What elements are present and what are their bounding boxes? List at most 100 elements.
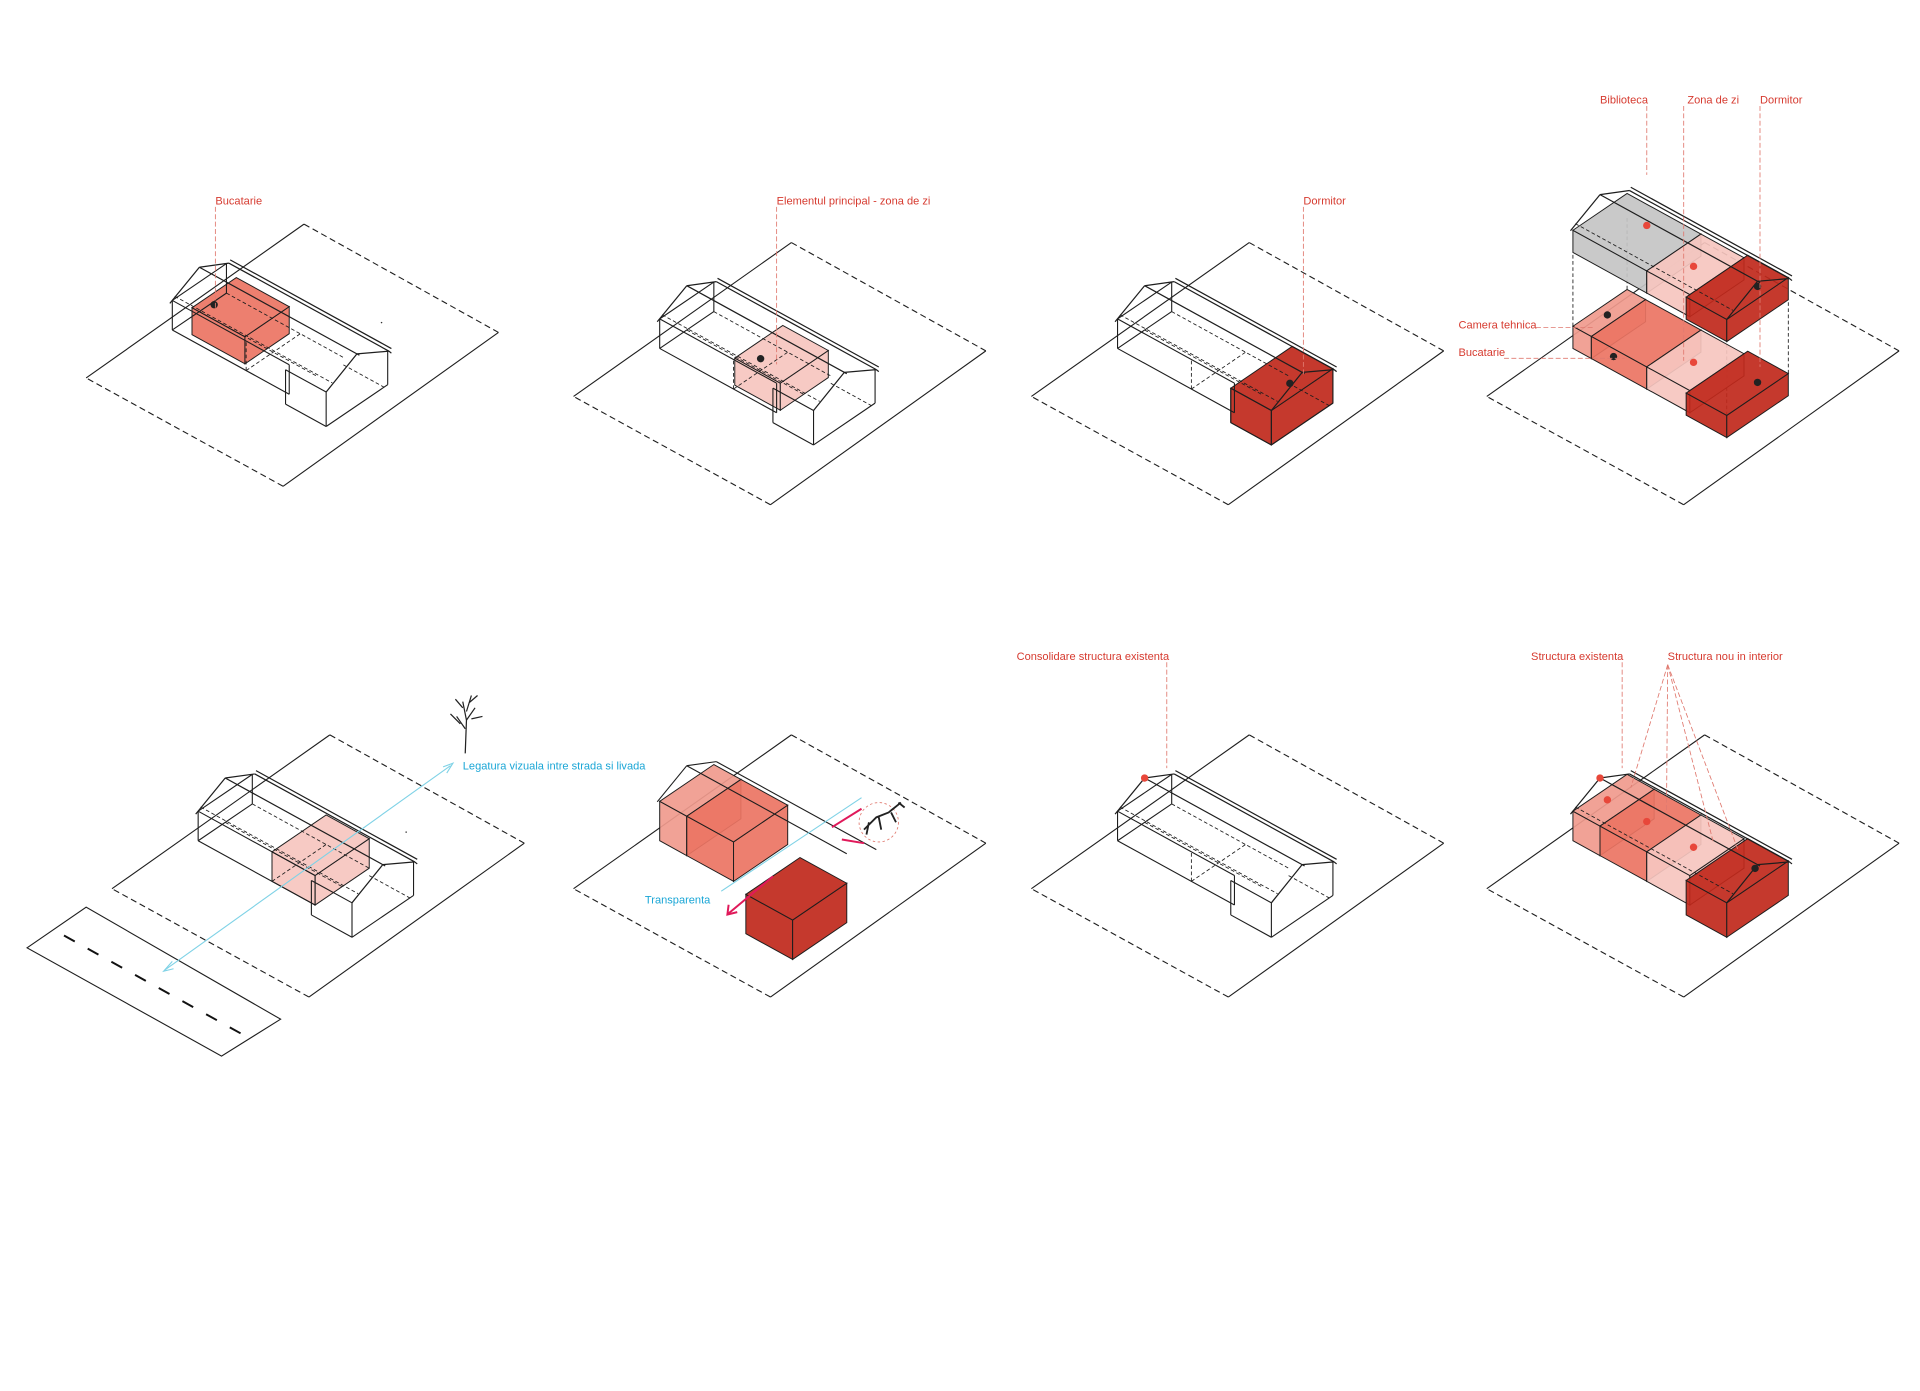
site-edge-dashed xyxy=(1486,888,1684,998)
roof-edge xyxy=(1302,369,1335,373)
site-boundary xyxy=(573,242,987,506)
roof-edge xyxy=(229,259,392,350)
roof-edge xyxy=(1599,773,1630,779)
box-top-face xyxy=(733,324,830,384)
wall-edge xyxy=(1117,318,1235,384)
hidden-edge xyxy=(245,333,301,371)
roof-edge xyxy=(1144,285,1305,375)
leader-line xyxy=(1667,664,1739,850)
roof-edge xyxy=(1175,277,1337,368)
roof-eave-hidden xyxy=(661,314,820,402)
site-boundary xyxy=(1031,734,1445,998)
marker-dot xyxy=(1689,843,1698,851)
hidden-edge xyxy=(343,364,385,388)
site-edge xyxy=(1031,734,1250,890)
leader-line xyxy=(1667,664,1714,843)
wall-edge xyxy=(1117,810,1235,876)
roof-edge xyxy=(813,371,845,411)
roof-edge xyxy=(1629,773,1790,863)
hidden-edge xyxy=(271,844,327,882)
roof-edge xyxy=(382,861,415,866)
site-edge-dashed xyxy=(1031,888,1229,998)
roof-edge xyxy=(1599,777,1761,867)
roof-edge xyxy=(1599,194,1761,284)
marker-dot xyxy=(210,301,218,309)
panel-dormitor: Dormitor xyxy=(1302,195,1346,377)
annex-edge xyxy=(1271,894,1334,938)
leader-line xyxy=(1630,664,1669,788)
animal-zone-circle xyxy=(858,802,899,843)
label-structura-nou: Structura nou in interior xyxy=(1668,651,1783,663)
panel-5-drawing xyxy=(26,695,525,1057)
access-arrow xyxy=(831,807,863,829)
roof-eave-hidden xyxy=(1575,223,1734,311)
annex-edge xyxy=(1230,879,1272,904)
volume-main xyxy=(685,778,789,883)
roof-edge xyxy=(388,350,392,354)
wall-edge xyxy=(659,318,777,384)
site-edge xyxy=(573,242,792,397)
hidden-edge xyxy=(369,875,411,899)
hidden-edge xyxy=(733,351,788,390)
roof-edge xyxy=(228,262,390,352)
wall-edge xyxy=(171,263,227,301)
roof-eave-hidden xyxy=(174,295,333,384)
site-edge xyxy=(1031,242,1250,397)
roof-edge xyxy=(1599,189,1630,196)
house-wireframe xyxy=(1114,770,1338,938)
access-arrow xyxy=(727,875,774,915)
roof-edge xyxy=(875,369,880,373)
site-edge xyxy=(1683,350,1900,506)
marker-dot xyxy=(1643,221,1651,230)
roof-edge xyxy=(1757,277,1790,282)
marker-dot xyxy=(1753,282,1762,291)
marker-dot xyxy=(1140,774,1149,782)
transparency-arrow xyxy=(720,797,862,892)
wall-edge xyxy=(197,840,316,906)
hidden-edge xyxy=(1191,844,1246,882)
wall-edge xyxy=(1117,347,1235,414)
panel-3-drawing xyxy=(1031,242,1445,506)
label-consolidare: Consolidare structura existenta xyxy=(1017,651,1170,663)
bedroom-volume xyxy=(744,856,848,961)
annex-edge xyxy=(325,384,389,427)
roof-eave-hidden xyxy=(1575,806,1734,895)
roof-edge xyxy=(225,773,255,779)
hidden-edge xyxy=(1171,803,1289,869)
wall-edge xyxy=(172,329,290,395)
roof-edge xyxy=(199,266,360,356)
box-top-face xyxy=(744,856,848,921)
site-boundary xyxy=(573,734,987,998)
marker-dot xyxy=(1689,262,1698,271)
hidden-edge xyxy=(199,311,317,377)
site-edge-dashed xyxy=(1031,395,1229,506)
roof-edge xyxy=(1629,190,1790,280)
marker-dot xyxy=(1751,864,1759,873)
roof-edge xyxy=(356,350,389,355)
roof-edge xyxy=(1789,278,1793,282)
house-wireframe xyxy=(656,277,880,446)
roof-edge xyxy=(1173,773,1335,863)
marker-dot xyxy=(1753,378,1762,387)
roof-edge xyxy=(1114,777,1146,815)
roof-eave-hidden xyxy=(1119,314,1278,402)
kitchen-volume xyxy=(191,276,291,365)
marker-dot xyxy=(756,354,765,363)
roof-edge xyxy=(224,777,386,867)
panel-legatura: Legatura vizuala intre strada si livada xyxy=(463,760,646,772)
site-edge xyxy=(1683,842,1900,998)
label-dormitor: Dormitor xyxy=(1760,95,1803,107)
roof-edge xyxy=(656,285,688,323)
annex-edge xyxy=(1230,422,1272,446)
marker-dot xyxy=(1286,379,1294,388)
site-edge-dashed xyxy=(1248,242,1444,352)
annex-edge xyxy=(772,422,814,446)
roof-edge xyxy=(1144,773,1175,779)
box-top-face xyxy=(1685,350,1790,417)
site-boundary xyxy=(1031,242,1445,506)
site-edge xyxy=(111,734,331,890)
panel-explodat: Biblioteca Zona de zi Dormitor Camera te… xyxy=(1458,95,1803,367)
roof-eave-hidden xyxy=(200,806,359,895)
roof-edge xyxy=(1270,864,1303,904)
annex-edge xyxy=(1230,914,1272,938)
